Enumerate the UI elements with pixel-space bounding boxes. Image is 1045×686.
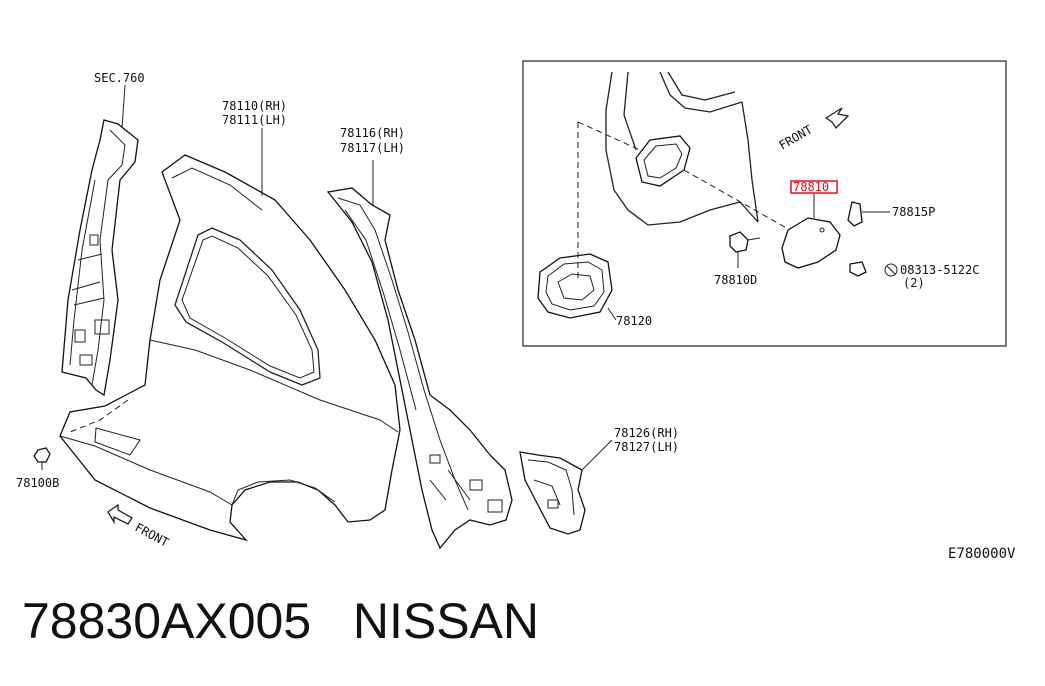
brand-name: NISSAN bbox=[352, 593, 540, 649]
bracket-part bbox=[519, 451, 586, 535]
detail-inset-frame bbox=[522, 60, 1007, 347]
label-front-main: FRONT bbox=[133, 520, 171, 549]
part-number: 78830AX005 bbox=[22, 593, 312, 649]
label-sec760: SEC.760 bbox=[94, 71, 145, 85]
label-08313-5122c: 08313-5122C bbox=[900, 263, 979, 277]
label-78815p: 78815P bbox=[892, 205, 935, 219]
rear-fender-panel bbox=[59, 154, 401, 542]
spring-78810d bbox=[729, 231, 761, 268]
label-78810d: 78810D bbox=[714, 273, 757, 287]
fuel-lid-78810 bbox=[781, 217, 841, 269]
label-08313-qty: (2) bbox=[903, 276, 925, 290]
rear-pillar-part bbox=[326, 187, 513, 550]
pillar-part-sec760 bbox=[61, 119, 139, 397]
clip-78815p bbox=[847, 201, 863, 227]
part-caption: 78830AX005 NISSAN bbox=[22, 596, 539, 646]
front-arrow-icon bbox=[107, 503, 133, 525]
label-78116-rh: 78116(RH) bbox=[340, 126, 405, 140]
label-78100b: 78100B bbox=[16, 476, 59, 490]
label-78110-rh: 78110(RH) bbox=[222, 99, 287, 113]
label-78126-rh: 78126(RH) bbox=[614, 426, 679, 440]
inset-body-section bbox=[605, 71, 759, 226]
label-78117-lh: 78117(LH) bbox=[340, 141, 405, 155]
highlight-78810 bbox=[790, 180, 838, 194]
fuel-filler-base-78120 bbox=[537, 253, 613, 319]
label-78810: 78810 bbox=[793, 180, 829, 194]
diagram-code: E780000V bbox=[948, 546, 1016, 562]
bolt-08313 bbox=[849, 261, 898, 277]
label-78120: 78120 bbox=[616, 314, 652, 328]
front-inset-arrow-icon bbox=[824, 107, 850, 130]
clip-78100b bbox=[33, 447, 51, 470]
label-78127-lh: 78127(LH) bbox=[614, 440, 679, 454]
label-78111-lh: 78111(LH) bbox=[222, 113, 287, 127]
label-front-inset: FRONT bbox=[777, 122, 815, 152]
